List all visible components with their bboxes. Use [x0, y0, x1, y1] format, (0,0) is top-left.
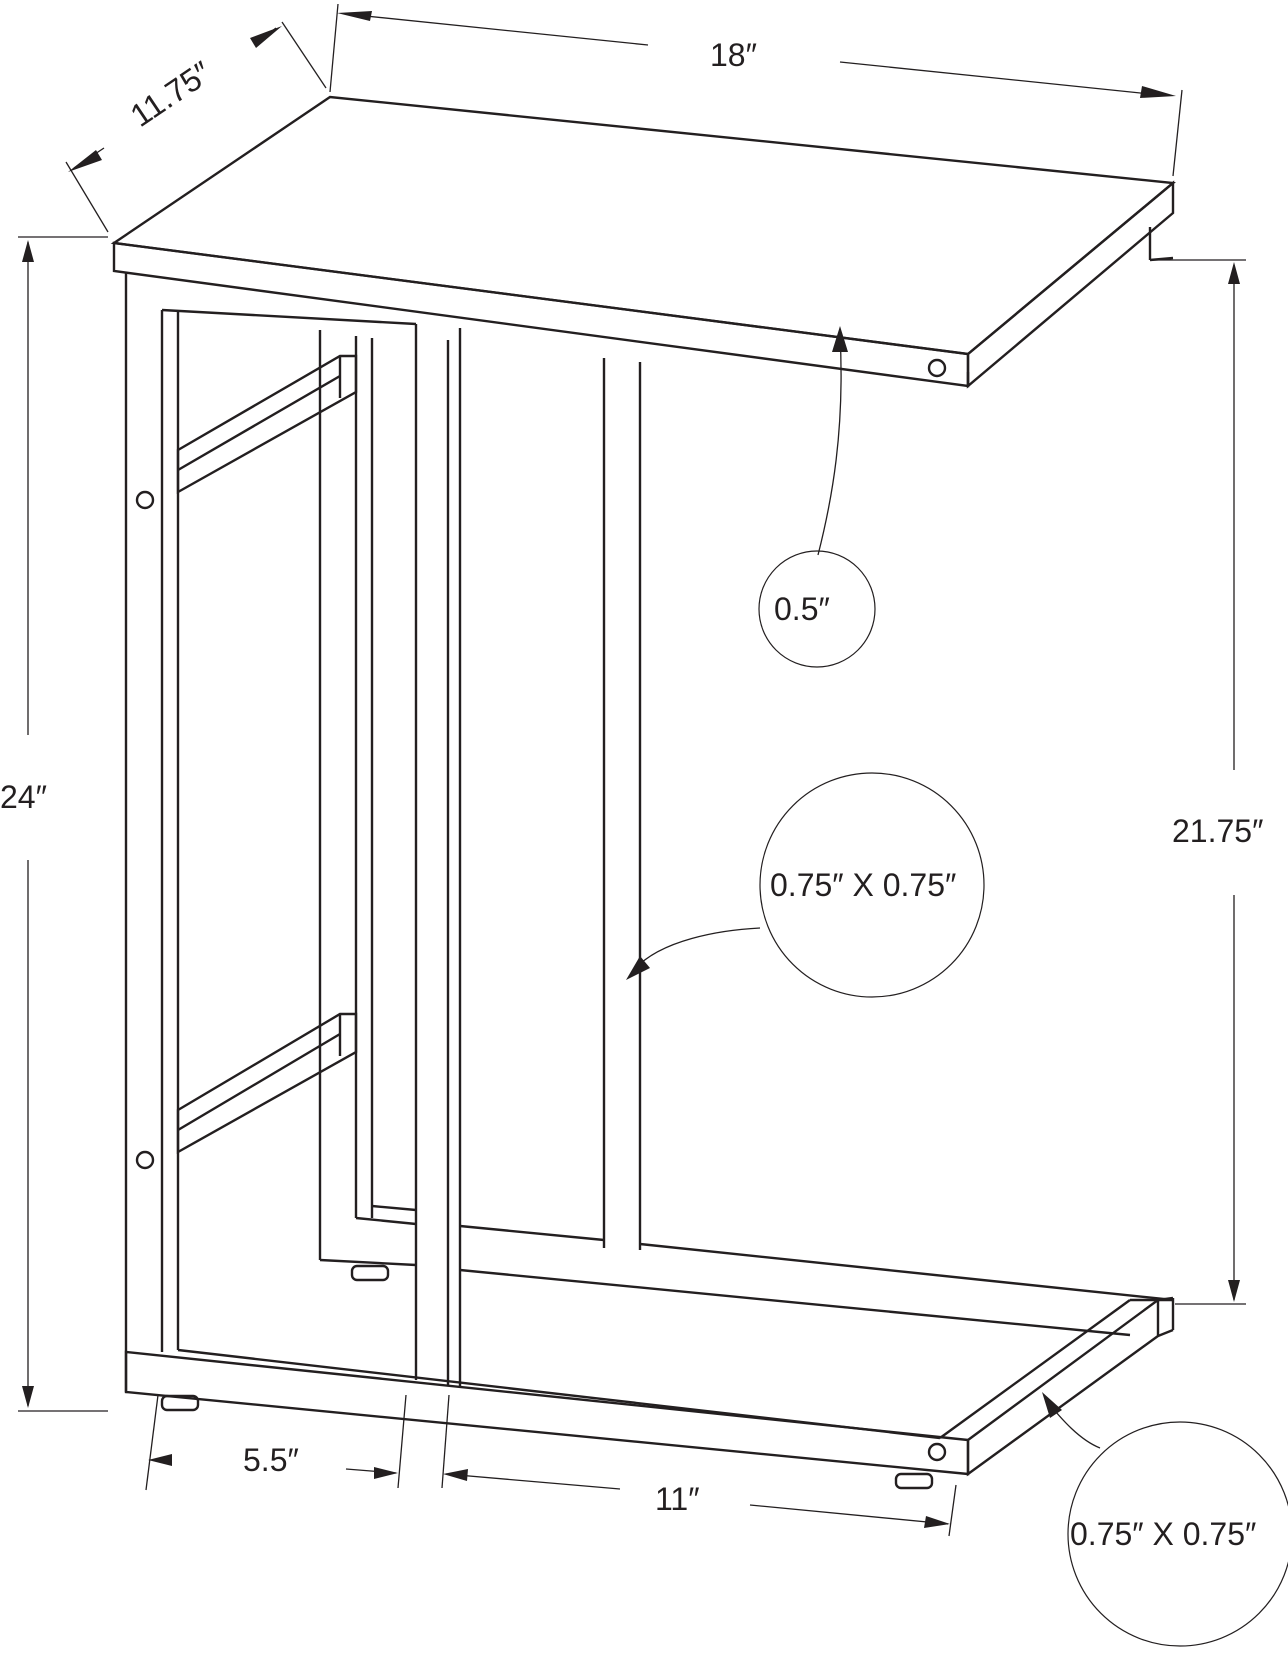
feet	[160, 1264, 934, 1490]
depth-label: 11.75″	[124, 54, 218, 134]
base-offset-label: 5.5″	[243, 1442, 299, 1478]
top-screw-icon	[927, 358, 947, 378]
base-screw-icon	[927, 1442, 947, 1462]
clearance-label: 21.75″	[1172, 813, 1263, 849]
table-top	[110, 95, 1176, 389]
height-label: 24″	[0, 779, 47, 815]
frame-screw-icon	[135, 490, 155, 510]
callout-base-tube	[1042, 1392, 1288, 1647]
callout-upright-tube	[626, 772, 985, 998]
base-frame	[124, 1296, 1175, 1477]
width-label: 18″	[710, 37, 757, 73]
lower-crossbar	[176, 1012, 358, 1155]
top-thickness-label: 0.5″	[774, 591, 830, 627]
dimension-lines	[18, 3, 1246, 1537]
rear-frame	[318, 330, 1174, 1337]
base-span-label: 11″	[655, 1481, 700, 1517]
frame-screw-icon	[135, 1150, 155, 1170]
upper-crossbar	[176, 354, 358, 495]
callout-top-thickness	[758, 326, 876, 668]
upright-tube-label: 0.75″ X 0.75″	[770, 867, 956, 903]
front-frame	[124, 272, 462, 1392]
base-tube-label: 0.75″ X 0.75″	[1070, 1516, 1256, 1552]
